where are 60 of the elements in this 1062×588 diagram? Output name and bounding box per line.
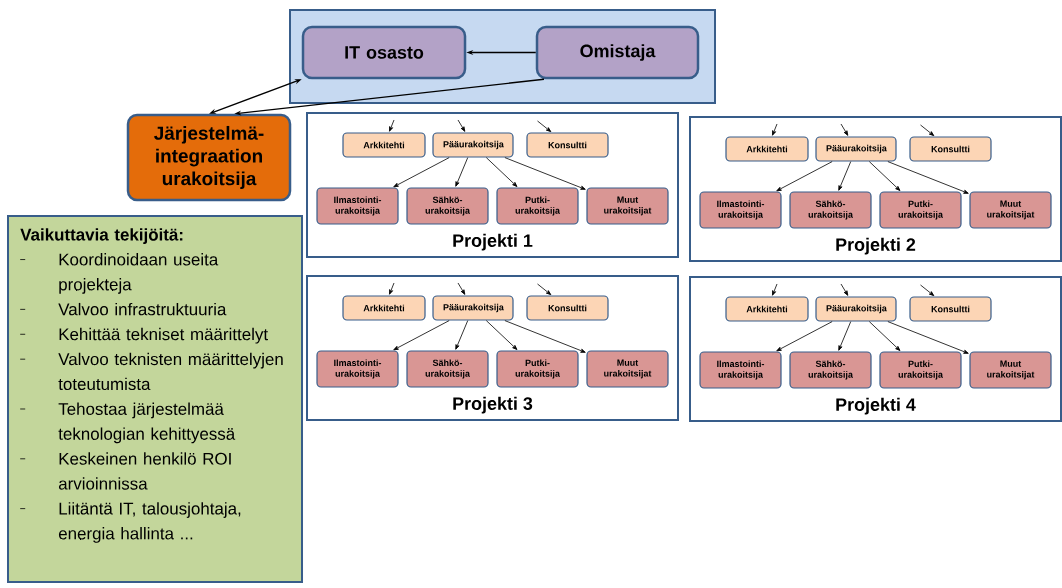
org-box: Ilmastointi- urakoitsija xyxy=(699,191,782,229)
org-box: Muut urakoitsijat xyxy=(969,191,1052,229)
arrow xyxy=(776,161,833,192)
arrow xyxy=(537,120,552,133)
arrow xyxy=(389,119,395,132)
org-box: Putki- urakoitsija xyxy=(496,187,579,225)
arrow xyxy=(504,320,586,353)
org-box: Arkkitehti xyxy=(725,136,809,162)
arrow xyxy=(920,284,935,297)
contractor-box: Järjestelmä- integraation urakoitsija xyxy=(126,113,292,202)
org-box: Arkkitehti xyxy=(725,296,809,322)
org-box: Arkkitehti xyxy=(342,132,426,158)
org-box: Sähkö- urakoitsija xyxy=(406,350,489,388)
org-box: Konsultti xyxy=(526,295,609,321)
arrow xyxy=(457,119,466,132)
arrow xyxy=(485,157,518,187)
org-box: Putki- urakoitsija xyxy=(496,350,579,388)
arrow xyxy=(887,161,969,194)
org-box: Konsultti xyxy=(909,296,992,322)
org-box: Muut urakoitsijat xyxy=(969,351,1052,389)
role-box: IT osasto xyxy=(301,25,467,80)
org-box: Muut urakoitsijat xyxy=(586,350,669,388)
arrow xyxy=(838,321,852,351)
arrow xyxy=(393,157,450,188)
arrow xyxy=(504,157,586,190)
org-box: Ilmastointi- urakoitsija xyxy=(699,351,782,389)
arrow xyxy=(485,320,518,350)
arrow xyxy=(920,124,935,137)
arrow xyxy=(868,161,901,191)
org-box: Muut urakoitsijat xyxy=(586,187,669,225)
org-box: Putki- urakoitsija xyxy=(879,191,962,229)
arrow xyxy=(457,282,466,295)
org-box: Sähkö- urakoitsija xyxy=(789,351,872,389)
org-box: Pääurakoitsija xyxy=(432,132,514,158)
org-box: Sähkö- urakoitsija xyxy=(406,187,489,225)
org-box: Ilmastointi- urakoitsija xyxy=(316,187,399,225)
org-box: Konsultti xyxy=(909,136,992,162)
org-box: Pääurakoitsija xyxy=(815,296,897,322)
org-box: Sähkö- urakoitsija xyxy=(789,191,872,229)
org-box: Arkkitehti xyxy=(342,295,426,321)
arrow xyxy=(868,321,901,351)
arrow xyxy=(393,320,450,351)
org-box: Konsultti xyxy=(526,132,609,158)
org-box: Pääurakoitsija xyxy=(432,295,514,321)
arrow xyxy=(776,321,833,352)
arrow xyxy=(455,320,469,350)
arrow xyxy=(455,157,469,187)
arrow xyxy=(840,123,849,136)
org-box: Putki- urakoitsija xyxy=(879,351,962,389)
org-box: Ilmastointi- urakoitsija xyxy=(316,350,399,388)
arrow xyxy=(887,321,969,354)
arrow xyxy=(772,123,778,136)
arrow xyxy=(389,282,395,295)
role-box: Omistaja xyxy=(535,25,700,80)
org-box: Pääurakoitsija xyxy=(815,136,897,162)
arrow xyxy=(537,283,552,296)
text-box: Vaikuttavia tekijöitä: Koordinoidaan useita projekteja Valvoo infrastruktuuria Kehittää tekniset määrittelyt Valvoo teknisten määrittelyjen toteutumista Tehostaa järjestelmää teknologian kehittyessä Keskeinen henkilö ROI arvioinnissa Liitäntä IT, talousjohtaja, energia hallinta ... xyxy=(7,215,303,583)
arrow xyxy=(772,283,778,296)
arrow xyxy=(840,283,849,296)
arrow xyxy=(838,161,852,191)
